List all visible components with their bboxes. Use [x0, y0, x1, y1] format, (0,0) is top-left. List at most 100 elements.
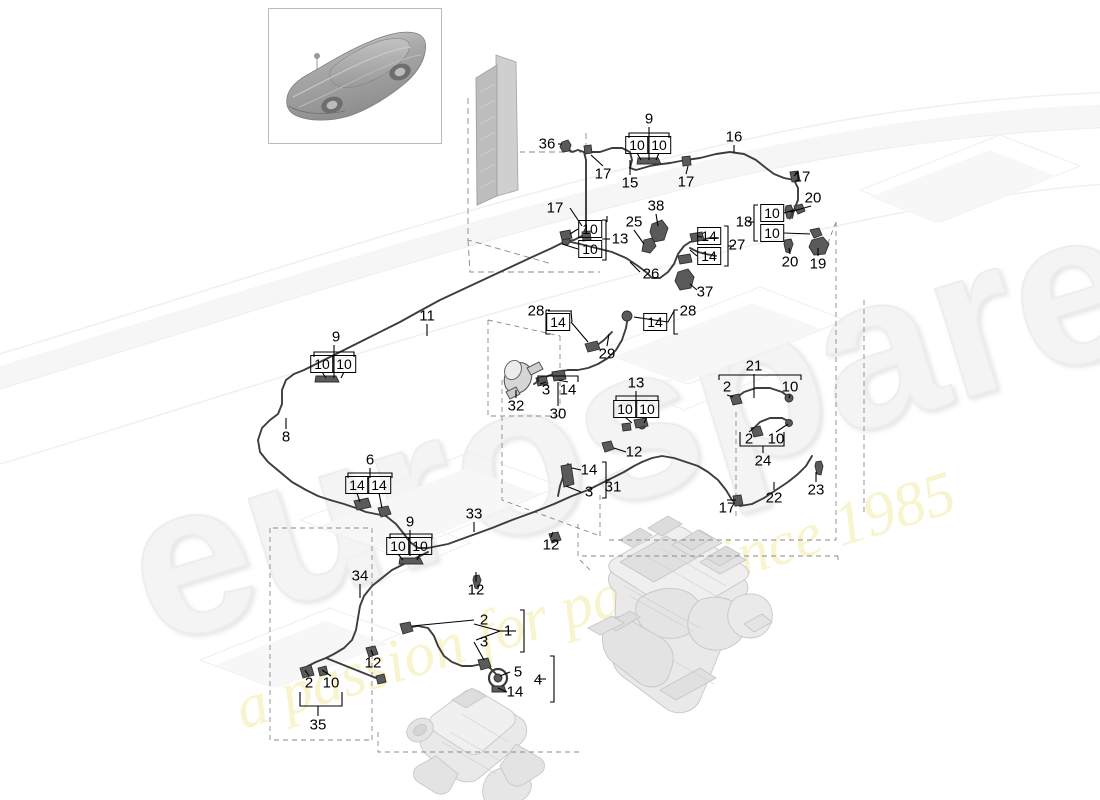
boundary-engine-arrow — [579, 559, 593, 573]
callout-29: 29 — [598, 345, 616, 363]
callout-14: 14 — [367, 476, 391, 494]
callout-20: 20 — [781, 253, 799, 271]
callout-10: 10 — [613, 400, 637, 418]
line-35b — [325, 657, 377, 679]
line-16b — [791, 179, 799, 219]
callout-3: 3 — [584, 483, 594, 501]
callout-10: 10 — [781, 378, 799, 396]
boundary-transmission — [377, 732, 580, 753]
clip-17-e — [732, 494, 744, 507]
callout-2: 2 — [744, 430, 754, 448]
line-6 — [329, 499, 387, 517]
fitting-35a — [299, 664, 315, 679]
fitting-35c — [375, 673, 387, 685]
callout-32: 32 — [507, 397, 525, 415]
line-25b — [673, 241, 691, 265]
boundary-lower-left-2 — [270, 527, 373, 740]
fitting-6a — [353, 497, 372, 511]
callout-3: 3 — [479, 633, 489, 651]
callout-27: 27 — [728, 236, 746, 254]
bolt-23 — [814, 460, 824, 476]
callout-14: 14 — [697, 247, 721, 265]
fitting-25 — [641, 237, 657, 254]
callout-36: 36 — [538, 135, 556, 153]
callout-26: 26 — [642, 265, 660, 283]
callout-10: 10 — [578, 240, 602, 258]
callout-25: 25 — [625, 213, 643, 231]
callout-12: 12 — [625, 443, 643, 461]
line-11 — [315, 240, 567, 365]
callout-19: 19 — [809, 255, 827, 273]
callout-10: 10 — [760, 224, 784, 242]
callout-14: 14 — [643, 313, 667, 331]
callout-8: 8 — [281, 428, 291, 446]
callout-10: 10 — [332, 355, 356, 373]
callout-4: 4 — [533, 671, 543, 689]
line-15b — [629, 162, 671, 171]
callout-34: 34 — [351, 567, 369, 585]
callout-14: 14 — [546, 313, 570, 331]
line-27b — [689, 247, 717, 257]
line-9low — [385, 515, 429, 549]
callout-21: 21 — [745, 357, 763, 375]
callout-31: 31 — [604, 478, 622, 496]
callout-28: 28 — [527, 302, 545, 320]
boundary-middle — [501, 380, 601, 537]
callout-10: 10 — [635, 400, 659, 418]
compressor-illustration — [503, 359, 544, 400]
fitting-13-mid-b — [633, 417, 649, 429]
callout-5: 5 — [513, 663, 523, 681]
fitting-18-b — [809, 227, 823, 239]
fitting-36 — [559, 139, 572, 153]
callout-2: 2 — [479, 611, 489, 629]
fitting-13-upper-b — [559, 229, 573, 241]
fitting-19 — [808, 236, 830, 256]
callout-9: 9 — [405, 513, 415, 531]
callout-10: 10 — [625, 136, 649, 154]
callout-16: 16 — [725, 128, 743, 146]
boundary-engine-top — [577, 524, 838, 557]
callout-17: 17 — [718, 499, 736, 517]
callout-2: 2 — [304, 674, 314, 692]
callout-18: 18 — [735, 213, 753, 231]
callout-15: 15 — [621, 174, 639, 192]
callout-17: 17 — [546, 199, 564, 217]
callout-14: 14 — [559, 381, 577, 399]
boundary-right — [608, 222, 837, 541]
callout-1: 1 — [503, 622, 513, 640]
callout-35: 35 — [309, 716, 327, 734]
line-21 — [735, 387, 791, 399]
callout-14: 14 — [697, 227, 721, 245]
clip-17-a — [583, 144, 593, 155]
callout-24: 24 — [754, 452, 772, 470]
vehicle-thumbnail — [268, 8, 442, 144]
callout-38: 38 — [647, 197, 665, 215]
vehicle-thumbnail-image — [286, 31, 426, 121]
callout-28: 28 — [679, 302, 697, 320]
callout-17: 17 — [793, 168, 811, 186]
callout-10: 10 — [760, 204, 784, 222]
callout-2: 2 — [722, 378, 732, 396]
line-15 — [585, 147, 633, 169]
callout-9: 9 — [331, 328, 341, 346]
boundary-compressor-edge — [487, 319, 561, 337]
line-13mid — [587, 461, 643, 491]
clip-12-c — [472, 574, 482, 590]
clip-17-c — [681, 155, 692, 167]
fitting-6b — [377, 505, 392, 518]
fitting-28b — [621, 310, 633, 322]
callout-10: 10 — [647, 136, 671, 154]
line-24 — [751, 417, 791, 431]
line-34 — [325, 551, 429, 659]
callout-13: 13 — [627, 374, 645, 392]
callout-10: 10 — [408, 537, 432, 555]
line-16 — [669, 151, 795, 181]
line-8 — [257, 363, 331, 501]
fitting-38 — [649, 219, 669, 243]
fitting-9-left — [314, 375, 340, 383]
